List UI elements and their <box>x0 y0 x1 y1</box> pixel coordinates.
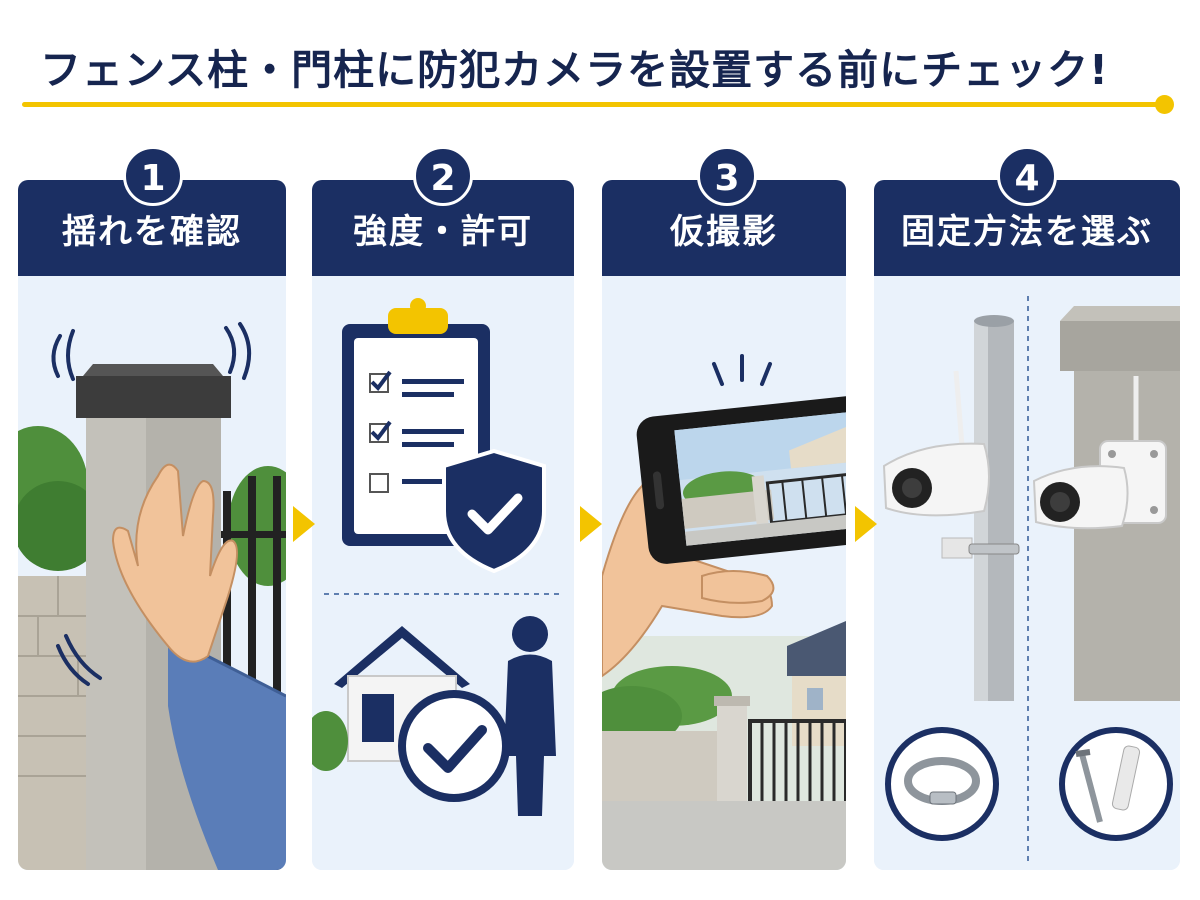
hand-icon <box>111 463 286 870</box>
shield-check-icon <box>442 448 546 574</box>
shrub-icon <box>312 711 348 771</box>
step-4-number-badge: 4 <box>997 146 1057 206</box>
title-underline <box>22 102 1167 107</box>
person-icon <box>504 616 556 816</box>
arrow-right-icon <box>855 506 877 542</box>
shake-lines-icon <box>51 322 252 686</box>
camera-with-screws-icon <box>1032 376 1167 530</box>
step-3-number-badge: 3 <box>697 146 757 206</box>
step-4-panel: 固定方法を選ぶ <box>874 180 1180 870</box>
gate-scene-icon <box>602 621 846 870</box>
title-underline-dot <box>1155 95 1174 114</box>
flash-lines-icon <box>712 354 772 386</box>
step-2-panel: 強度・許可 <box>312 180 574 870</box>
screw-and-anchor-icon <box>1059 727 1173 841</box>
step-2-number-badge: 2 <box>413 146 473 206</box>
page-title: フェンス柱・門柱に防犯カメラを設置する前にチェック! <box>40 46 1109 94</box>
step-4-illustration <box>874 276 1180 870</box>
arrow-right-icon <box>580 506 602 542</box>
step-2-illustration <box>312 276 574 870</box>
step-1-panel: 揺れを確認 <box>18 180 286 870</box>
shrubs-icon <box>18 426 286 586</box>
hose-clamp-icon <box>885 727 999 841</box>
step-3-illustration <box>602 276 846 870</box>
step-4-heading: 固定方法を選ぶ <box>874 180 1180 276</box>
smartphone-icon <box>636 396 846 564</box>
step-1-number-badge: 1 <box>123 146 183 206</box>
step-1-illustration <box>18 276 286 870</box>
step-2-heading: 強度・許可 <box>312 180 574 276</box>
camera-with-band-icon <box>882 370 1020 559</box>
step-3-panel: 仮撮影 <box>602 180 846 870</box>
brick-wall-icon <box>18 576 98 870</box>
thumb-icon <box>701 570 775 604</box>
check-circle-icon <box>398 690 510 802</box>
arrow-right-icon <box>293 506 315 542</box>
